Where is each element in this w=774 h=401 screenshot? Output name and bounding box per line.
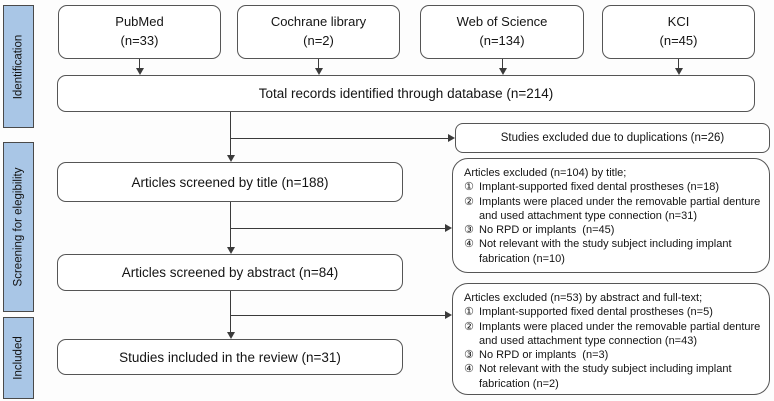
arrowhead-right-icon <box>445 224 452 232</box>
connector-cochrane-to-total <box>318 59 319 69</box>
circled-number-icon: ① <box>464 181 474 194</box>
total-records-label: Total records identified through databas… <box>258 86 554 101</box>
arrowhead-down-icon <box>227 332 235 339</box>
screened-title-label: Articles screened by title (n=188) <box>131 174 329 190</box>
circled-number-icon: ③ <box>464 224 474 237</box>
circled-number-icon: ② <box>464 320 474 333</box>
stage-label-screening: Screening for elegibility <box>12 167 25 287</box>
source-count: (n=134) <box>479 33 525 48</box>
exclusion-item: ② Implants were placed under the removab… <box>464 320 761 349</box>
arrowhead-down-icon <box>675 68 683 75</box>
included-review-label: Studies included in the review (n=31) <box>119 349 341 365</box>
circled-number-icon: ④ <box>464 238 474 251</box>
connector-branch-excluded-abstract <box>230 315 446 316</box>
connector-title-to-abstract <box>230 202 231 248</box>
connector-branch-duplications <box>230 138 449 139</box>
exclusion-item: ④ Not relevant with the study subject in… <box>464 237 761 266</box>
exclusion-item-text: Not relevant with the study subject incl… <box>479 238 735 265</box>
exclusion-item-text: Implants were placed under the removable… <box>479 320 764 347</box>
screened-abstract-box: Articles screened by abstract (n=84) <box>57 254 403 291</box>
exclusion-item-text: Implant-supported fixed dental prosthese… <box>479 181 720 194</box>
screened-abstract-label: Articles screened by abstract (n=84) <box>121 265 339 280</box>
source-name: Web of Science <box>456 14 548 30</box>
arrowhead-down-icon <box>227 155 235 162</box>
source-name: Cochrane library <box>270 14 367 30</box>
source-count: (n=2) <box>303 33 334 48</box>
connector-pubmed-to-total <box>139 59 140 69</box>
excluded-by-title-heading: Articles excluded (n=104) by title; <box>464 167 627 179</box>
arrowhead-down-icon <box>499 68 507 75</box>
arrowhead-down-icon <box>136 68 144 75</box>
source-box-kci: KCI (n=45) <box>602 5 755 59</box>
connector-kci-to-total <box>678 59 679 69</box>
screened-title-box: Articles screened by title (n=188) <box>57 162 403 202</box>
arrowhead-down-icon <box>315 68 323 75</box>
excluded-by-title-box: Articles excluded (n=104) by title; ① Im… <box>452 158 770 273</box>
exclusion-item-text: No RPD or implants (n=45) <box>479 224 615 237</box>
exclusion-item: ③ No RPD or implants (n=45) <box>464 223 761 237</box>
circled-number-icon: ① <box>464 306 474 319</box>
connector-wos-to-total <box>502 59 503 69</box>
source-count: (n=45) <box>659 33 698 48</box>
excluded-by-abstract-heading: Articles excluded (n=53) by abstract and… <box>464 292 703 304</box>
stage-box-screening: Screening for elegibility <box>3 142 34 312</box>
exclusion-item: ① Implant-supported fixed dental prosthe… <box>464 180 761 194</box>
excluded-by-abstract-box: Articles excluded (n=53) by abstract and… <box>452 283 770 395</box>
source-box-pubmed: PubMed (n=33) <box>58 5 221 59</box>
stage-label-included: Included <box>12 336 25 380</box>
arrowhead-right-icon <box>448 134 455 142</box>
included-review-box: Studies included in the review (n=31) <box>57 339 403 375</box>
exclusion-item-text: No RPD or implants (n=3) <box>479 349 609 362</box>
exclusion-item-text: Implants were placed under the removable… <box>479 195 764 222</box>
arrowhead-down-icon <box>227 247 235 254</box>
source-box-cochrane: Cochrane library (n=2) <box>237 5 400 59</box>
source-name: KCI <box>667 14 690 30</box>
connector-abstract-to-included <box>230 291 231 333</box>
exclusion-item-text: Not relevant with the study subject incl… <box>479 363 735 390</box>
excluded-duplications-label: Studies excluded due to duplications (n=… <box>500 132 725 144</box>
exclusion-item-text: Implant-supported fixed dental prosthese… <box>479 306 713 319</box>
circled-number-icon: ④ <box>464 363 474 376</box>
exclusion-item: ① Implant-supported fixed dental prosthe… <box>464 305 761 319</box>
circled-number-icon: ② <box>464 195 474 208</box>
source-box-web-of-science: Web of Science (n=134) <box>420 5 584 59</box>
excluded-duplications-box: Studies excluded due to duplications (n=… <box>455 123 770 153</box>
exclusion-item: ④ Not relevant with the study subject in… <box>464 362 761 391</box>
source-count: (n=33) <box>120 33 159 48</box>
exclusion-item: ② Implants were placed under the removab… <box>464 195 761 224</box>
total-records-box: Total records identified through databas… <box>57 75 755 112</box>
stage-box-identification: Identification <box>3 5 34 128</box>
arrowhead-right-icon <box>445 311 452 319</box>
stage-box-included: Included <box>3 317 34 399</box>
connector-branch-excluded-title <box>230 228 446 229</box>
source-name: PubMed <box>115 14 164 30</box>
stage-label-identification: Identification <box>12 34 25 99</box>
exclusion-item: ③ No RPD or implants (n=3) <box>464 348 761 362</box>
circled-number-icon: ③ <box>464 349 474 362</box>
connector-total-to-title <box>230 112 231 156</box>
